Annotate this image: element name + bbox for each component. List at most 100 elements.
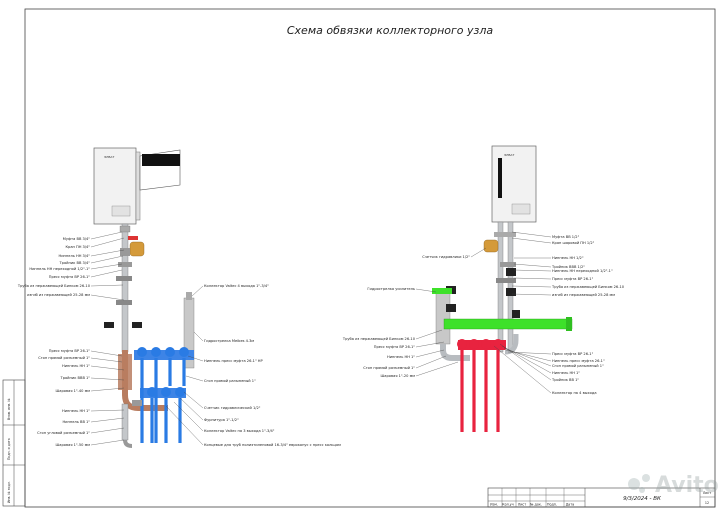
right-left-label-5: Сгон прямой разъемный 1" [363,366,415,370]
left-label-11: Тройник ВВВ 1" [60,376,91,380]
left-label-0-leader [90,231,123,240]
left-label-10-leader [90,365,125,371]
center-label-5: Фурнитура 1"-1/2" [204,418,239,422]
left-boiler-brand: ЭЛВАТ [104,155,114,159]
center-label-3-leader [185,375,204,382]
left-label-10: Ниппель НН 1" [62,364,90,368]
left-labels: Муфта ВВ 3/4" Кран ПН 3/4" Ниппель НН 3/4"… [17,231,125,447]
left-boiler: ЭЛВАТ [93,147,181,225]
left-label-4-leader [90,263,123,270]
right-label-3-leader [513,263,552,268]
right-left-label-6: Шаровая 1"-20 мм [380,374,415,378]
center-label-1: Гидрострелка Meibes 4.3м [204,339,254,343]
right-left-label-4-leader [415,349,445,358]
center-label-0: Коллектор Valtec 4 выхода 1"-3/4" [204,284,269,288]
right-labels: Муфта ВВ 1/2" Кран шаровой ПН 1/2" Ниппель… [493,231,625,395]
center-label-5-leader [179,397,204,421]
center-label-3: Сгон прямой разъемный 1" [204,379,256,383]
left-label-6-leader [90,284,124,287]
center-label-4-leader [183,391,204,409]
right-left-label-6-leader [415,361,459,377]
right-left-labels: Счетчик гидравлики 1/2"Гидрострелка усил… [342,247,487,378]
right-left-label-2-leader [415,329,443,340]
side-stamp-replace: Взам. инв. № [7,398,11,420]
right-label-12: Тройник ВВ 1" [551,378,579,382]
stamp-header-2: Лист [518,503,526,507]
stamp-header-1: Кол.уч [502,503,513,507]
right-assembly: ЭЛВАТ [432,145,573,432]
center-label-7: Концевые для труб полиэтиленовой 16-3/4"… [204,443,341,447]
left-label-15: Сгон угловой разъемный 1" [37,431,90,435]
side-stamp-inv: Инв. № подл. [7,481,11,503]
right-label-0: Муфта ВВ 1/2" [552,235,580,239]
right-label-9: Ниппель пресс муфта 26-1" [552,359,605,363]
left-label-8: Пресс муфта ВР 26-1" [49,349,91,353]
right-label-5-leader [513,277,552,280]
right-left-label-1: Гидрострелка усилитель [367,287,415,291]
center-label-0-leader [191,285,204,297]
left-label-12-leader [90,387,125,392]
right-left-label-2: Труба из нержавеющей Бинком 26-10 [342,337,416,341]
right-label-13-leader [493,345,552,394]
avito-watermark: Avito [628,473,719,498]
left-label-14: Ниппель ВВ 1" [62,420,90,424]
drawing-title: Схема обвязки коллекторного узла [287,24,494,37]
right-left-label-3-leader [415,341,445,348]
left-valve [129,241,145,257]
right-left-label-3: Пресс муфта ВР 26-1" [374,345,416,349]
center-label-6: Коллектор Valtec на 3 выхода 1"-3/4" [204,429,275,433]
stamp-header-0: Изм. [490,503,498,507]
left-assembly: ЭЛВАТ [93,147,195,448]
left-label-4: Ниппель НН переходной 1/2"-1" [29,267,90,271]
right-label-6-leader [511,285,552,288]
left-label-2-leader [90,249,125,257]
right-label-5: Пресс муфта ВР 26-1" [552,277,594,281]
center-label-4: Счетчик гидравлический 1/2" [204,406,261,410]
side-stamp-sign: Подп. и дата [7,438,11,460]
watermark-text: Avito [655,473,719,498]
left-label-13-leader [90,409,125,412]
left-label-2: Ниппель НН 3/4" [59,254,91,258]
right-label-7: изгиб из нержавеющей 25-28 мм [552,293,615,297]
left-label-7-leader [90,294,125,301]
right-label-11-leader [501,345,552,374]
left-label-9-leader [90,357,123,363]
left-label-1-leader [90,237,125,248]
stamp-header-3: № док. [530,503,542,507]
left-label-1: Кран ПН 3/4" [65,245,90,249]
right-label-1-leader [511,237,552,244]
right-left-label-1-leader [415,288,437,293]
sheet-frame [24,8,716,508]
left-label-16: Шаровая 1"-50 мм [55,443,90,447]
center-label-2-leader [187,355,204,362]
lower-collector-outlets [147,387,185,397]
stamp-header-5: Дата [566,503,575,507]
right-label-2: Ниппель НН 1/2" [552,256,584,260]
left-label-0: Муфта ВВ 3/4" [63,237,91,241]
center-labels: Коллектор Valtec 4 выхода 1"-3/4" Гидрост… [165,284,341,447]
right-label-10-leader [503,347,552,367]
cold-pipes [140,358,186,443]
left-label-9: Сгон прямой разъемный 1" [38,356,90,360]
hot-collector-outlets [457,339,503,349]
right-label-1: Кран шаровой ПН 1/2" [552,241,595,245]
left-label-6: Труба из нержавеющей Бинком 26-10 [17,284,91,288]
left-label-11-leader [90,377,125,381]
right-label-10: Сгон прямой разъемный 1" [552,364,604,368]
stamp-sheet-label: Лист [703,491,711,495]
left-label-13: Ниппель НН 1" [62,409,90,413]
center-label-1-leader [193,331,204,342]
left-label-3: Тройник ВВ 3/4" [58,261,90,265]
center-label-2: Ниппель пресс муфта 26-1" НР [204,359,263,363]
right-left-label-0-leader [470,247,487,258]
right-label-6: Труба из нержавеющей Бинком 26-10 [551,285,625,289]
right-label-4-leader [513,269,552,272]
left-label-3-leader [90,255,124,264]
left-label-12: Шаровая 1"-40 мм [55,389,90,393]
right-label-9-leader [505,349,552,362]
left-label-14-leader [90,417,125,423]
